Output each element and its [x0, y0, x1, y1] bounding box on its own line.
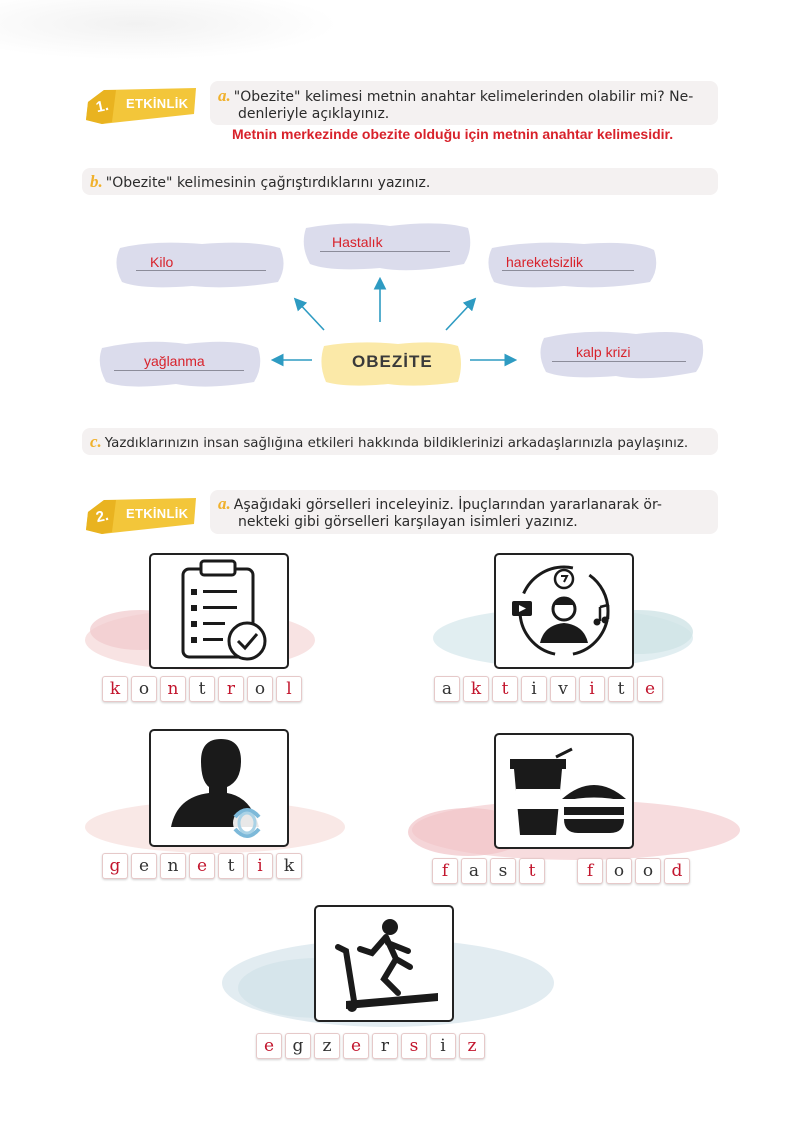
answer-line-yaglanma	[114, 370, 244, 371]
mindmap-item-kilo: Kilo	[150, 254, 174, 270]
picture-aktivite	[494, 553, 634, 669]
letter-tile: s	[401, 1033, 427, 1059]
activity-1-label: ETKİNLİK	[126, 96, 189, 111]
question-1c: c.Yazdıklarınızın insan sağlığına etkile…	[90, 432, 688, 453]
mindmap-item-hastalik: Hastalık	[332, 234, 383, 250]
answer-line-kalp-krizi	[552, 361, 686, 362]
letter-tile: e	[189, 853, 215, 879]
letter-tile: o	[635, 858, 661, 884]
letter-tile: t	[492, 676, 518, 702]
activity-2-label: ETKİNLİK	[126, 506, 189, 521]
letter-tile: i	[521, 676, 547, 702]
picture-kontrol	[149, 553, 289, 669]
letter-tile: t	[519, 858, 545, 884]
letter-tile: i	[579, 676, 605, 702]
cloud-yaglanma	[99, 341, 261, 387]
letter-tile: n	[160, 676, 186, 702]
letter-tile: t	[608, 676, 634, 702]
letter-tile: n	[160, 853, 186, 879]
letter-tile: e	[343, 1033, 369, 1059]
person-silhouette-dna-icon	[171, 739, 261, 838]
letter-tile: a	[434, 676, 460, 702]
letter-tile: e	[256, 1033, 282, 1059]
mindmap-item-kalp-krizi: kalp krizi	[576, 344, 631, 360]
cloud-hareketsizlik	[488, 242, 657, 288]
letter-tile: t	[218, 853, 244, 879]
question-2a-line2: nekteki gibi görselleri karşılayan isiml…	[238, 514, 578, 530]
letter-tile: d	[664, 858, 690, 884]
question-1b-box	[82, 168, 718, 195]
mindmap-item-hareketsizlik: hareketsizlik	[506, 254, 584, 270]
person-activities-icon	[512, 565, 610, 657]
question-1a-answer: Metnin merkezinde obezite olduğu için me…	[232, 126, 674, 142]
letter-tile: g	[285, 1033, 311, 1059]
question-1a-line1: "Obezite" kelimesi metnin anahtar kelime…	[233, 89, 694, 105]
letter-tile: e	[637, 676, 663, 702]
letter-tile: o	[247, 676, 273, 702]
activity-2-badge: 2. ETKİNLİK	[82, 494, 200, 534]
question-1b: b."Obezite" kelimesinin çağrıştırdıkları…	[90, 172, 430, 193]
picture-egzersiz	[314, 905, 454, 1022]
letter-tile: f	[432, 858, 458, 884]
letter-tile: r	[372, 1033, 398, 1059]
letter-tile: l	[276, 676, 302, 702]
letter-tile: z	[314, 1033, 340, 1059]
question-1a-box	[210, 81, 718, 125]
question-2a-line1: Aşağıdaki görselleri inceleyiniz. İpuçla…	[233, 497, 662, 513]
letter-tile: o	[131, 676, 157, 702]
picture-genetik	[149, 729, 289, 847]
letter-tile: i	[430, 1033, 456, 1059]
question-1c-marker: c.	[90, 432, 102, 451]
letter-tile: r	[218, 676, 244, 702]
treadmill-runner-icon	[335, 919, 438, 1012]
cloud-hastalik	[303, 223, 471, 271]
question-1c-text: Yazdıklarınızın insan sağlığına etkileri…	[104, 436, 689, 451]
question-2a: a.Aşağıdaki görselleri inceleyiniz. İpuç…	[218, 494, 713, 515]
answer-line-kilo	[136, 270, 266, 271]
mindmap-center-label: OBEZİTE	[352, 352, 433, 371]
corner-smudge	[0, 0, 340, 60]
letter-tile: v	[550, 676, 576, 702]
mindmap-item-yaglanma: yağlanma	[144, 353, 205, 369]
letter-tile: g	[102, 853, 128, 879]
question-2a-line2-wrap: nekteki gibi görselleri karşılayan isiml…	[238, 513, 578, 532]
letter-tile: s	[490, 858, 516, 884]
question-1c-box	[82, 428, 718, 455]
letter-tile: t	[189, 676, 215, 702]
letter-tile: z	[459, 1033, 485, 1059]
letter-tile: a	[461, 858, 487, 884]
question-1a-line2-wrap: denleriyle açıklayınız.	[238, 105, 389, 124]
letter-tile: e	[131, 853, 157, 879]
question-1b-text: "Obezite" kelimesinin çağrıştırdıklarını…	[105, 175, 431, 191]
clipboard-checklist-icon	[181, 559, 267, 661]
letter-tile: k	[276, 853, 302, 879]
answer-line-hastalik	[320, 251, 450, 252]
question-1a-line2: denleriyle açıklayınız.	[238, 106, 390, 122]
letter-tile: k	[463, 676, 489, 702]
letter-tile: i	[247, 853, 273, 879]
mindmap-arrows	[270, 276, 518, 367]
question-2a-marker: a.	[218, 494, 231, 513]
fast-food-icon	[510, 747, 627, 835]
cloud-kilo	[116, 242, 284, 288]
picture-fast-food	[494, 733, 634, 849]
mindmap-center-box	[321, 342, 461, 386]
letter-tile: o	[606, 858, 632, 884]
cloud-kalp-krizi	[540, 331, 704, 379]
question-2a-box	[210, 490, 718, 534]
activity-1-badge: 1. ETKİNLİK	[82, 84, 200, 124]
answer-line-hareketsizlik	[502, 270, 634, 271]
question-1a-marker: a.	[218, 86, 231, 105]
question-1a: a."Obezite" kelimesi metnin anahtar keli…	[218, 86, 713, 107]
question-1b-marker: b.	[90, 172, 103, 191]
letter-tile: f	[577, 858, 603, 884]
letter-tile: k	[102, 676, 128, 702]
